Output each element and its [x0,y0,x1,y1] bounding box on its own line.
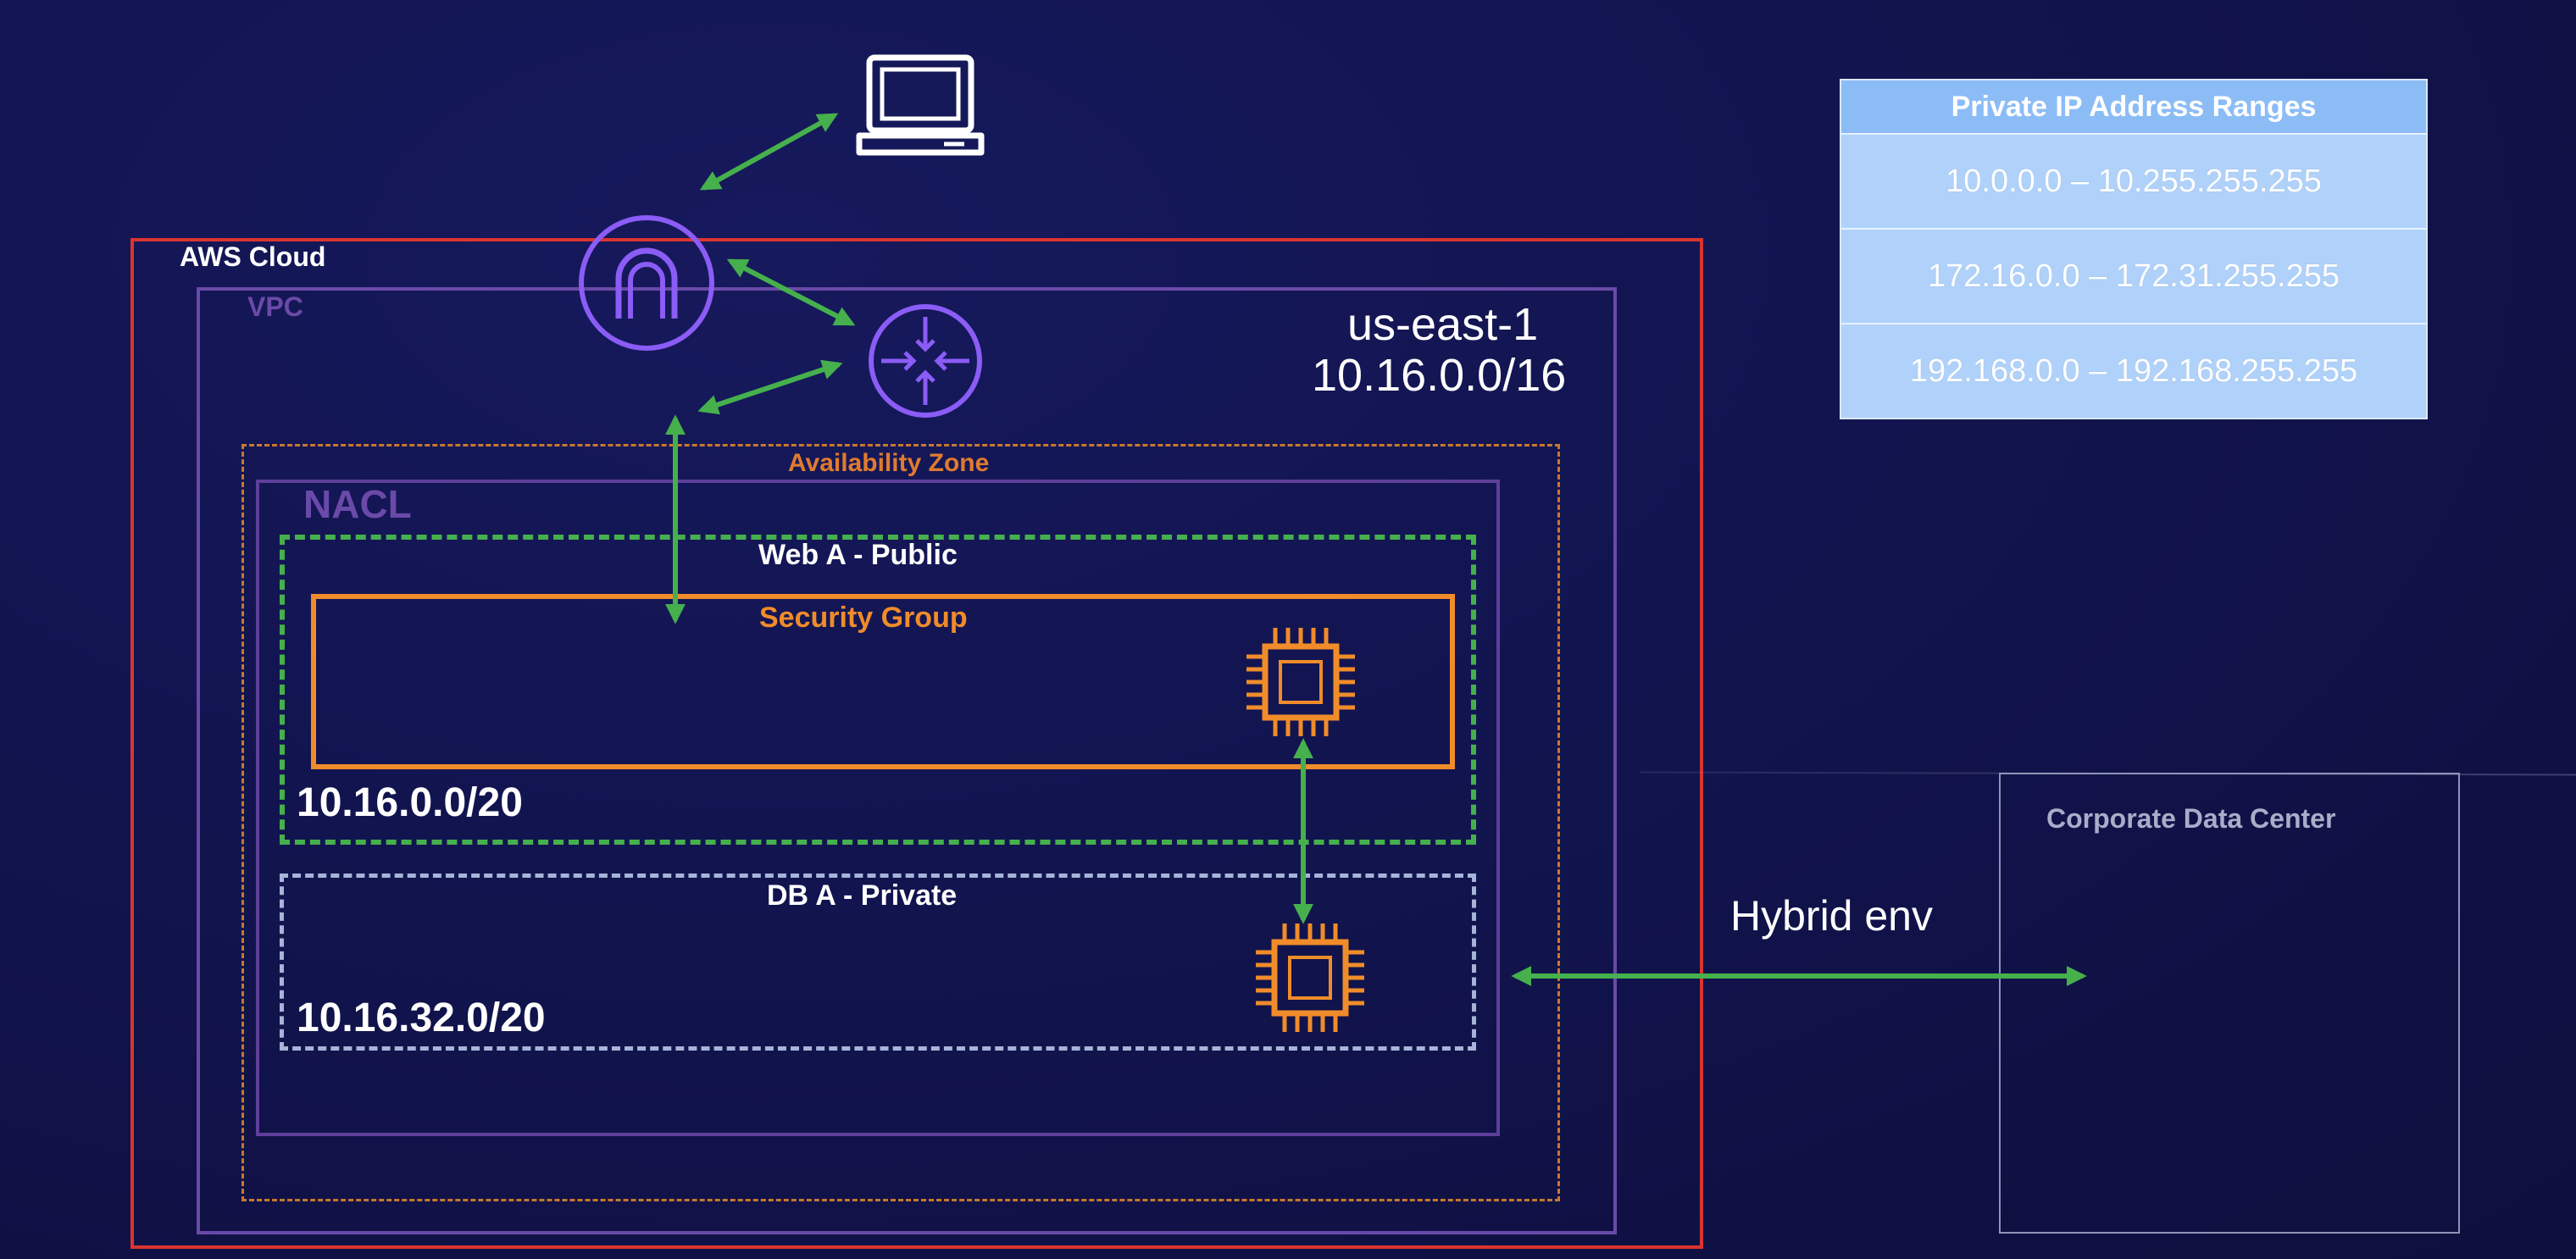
security-group-label: Security Group [759,602,968,634]
corporate-data-center-label: Corporate Data Center [2046,803,2336,834]
private-ip-table: Private IP Address Ranges 10.0.0.0 – 10.… [1840,79,2428,419]
nacl-label: NACL [303,482,412,526]
internet-gateway-icon [576,213,717,353]
public-subnet-cidr: 10.16.0.0/20 [297,780,523,825]
corporate-data-center-boundary [1999,773,2460,1234]
vpc-cidr: 10.16.0.0/16 [1312,350,1567,401]
security-group-boundary [311,594,1455,769]
router-icon [866,302,985,420]
table-row: 10.0.0.0 – 10.255.255.255 [1841,135,2426,230]
db-subnet-label: DB A - Private [767,879,958,912]
public-subnet-boundary [280,535,1476,845]
table-header: Private IP Address Ranges [1841,80,2426,135]
ec2-instance-icon [1241,623,1360,741]
web-subnet-label: Web A - Public [758,539,958,571]
vpc-boundary [197,287,1617,1234]
vpc-label: VPC [247,291,303,322]
availability-zone-label: Availability Zone [788,449,990,477]
laptop-icon [856,51,985,159]
private-subnet-cidr: 10.16.32.0/20 [297,996,546,1040]
aws-cloud-label: AWS Cloud [180,241,326,272]
hybrid-env-label: Hybrid env [1730,892,1933,940]
ec2-instance-icon [1251,918,1369,1037]
arrow-laptop-igw [699,113,839,191]
aws-cloud-boundary [130,238,1703,1249]
region-name: us-east-1 [1347,299,1539,350]
availability-zone-boundary [242,444,1560,1201]
table-row: 172.16.0.0 – 172.31.255.255 [1841,230,2426,324]
private-subnet-boundary [280,874,1476,1051]
table-row: 192.168.0.0 – 192.168.255.255 [1909,352,2358,389]
nacl-boundary [256,480,1500,1136]
